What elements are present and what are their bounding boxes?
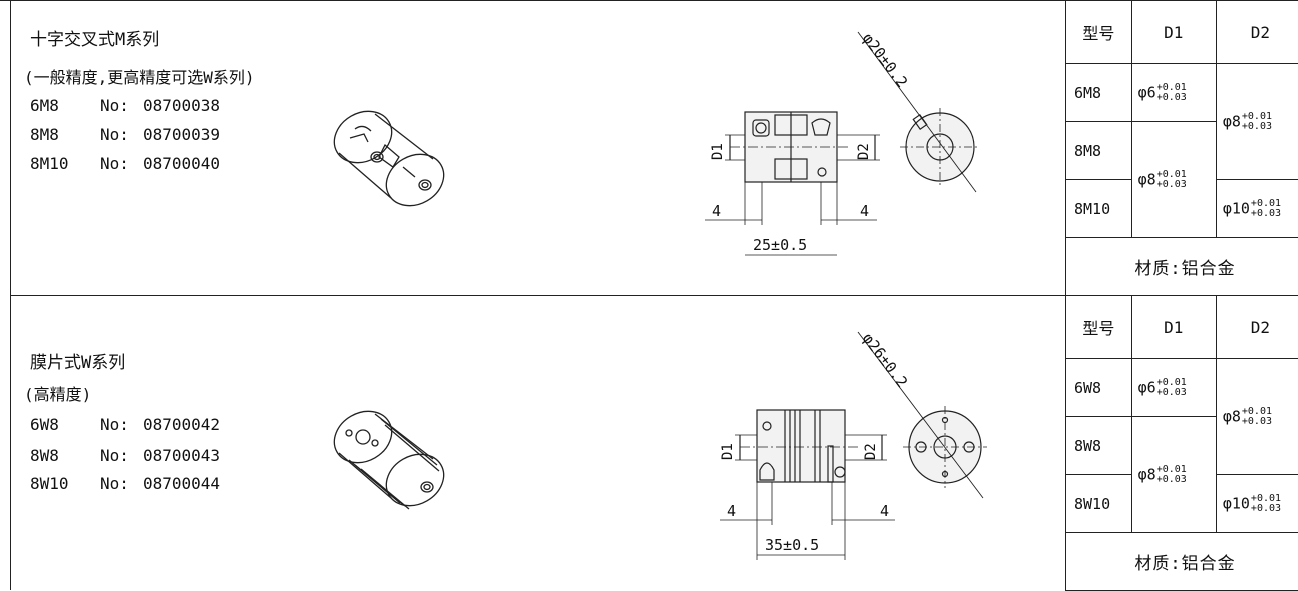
d1-value: φ6 <box>1138 83 1156 101</box>
item-no: 08700040 <box>143 154 220 173</box>
d1-value: φ8 <box>1138 170 1156 188</box>
tol-lower: +0.03 <box>1157 180 1187 190</box>
technical-drawing-front: D1 D2 4 4 25±0.5 φ20±0.2 <box>690 20 1030 265</box>
item-no: 08700044 <box>143 474 220 493</box>
tolerance: +0.01+0.03 <box>1251 199 1281 219</box>
row-d1: φ6+0.01+0.03 <box>1131 359 1216 417</box>
tolerance: +0.01+0.03 <box>1157 378 1187 398</box>
row-model: 8W8 <box>1066 417 1132 475</box>
row-model: 6M8 <box>1066 64 1132 122</box>
tol-lower: +0.03 <box>1251 504 1281 514</box>
tolerance: +0.01+0.03 <box>1242 407 1272 427</box>
left-offset-label: 4 <box>727 502 736 520</box>
item-model: 8W10 <box>30 474 69 493</box>
right-offset-label: 4 <box>860 202 869 220</box>
diameter-label: φ20±0.2 <box>859 30 911 91</box>
d1-label: D1 <box>710 143 726 160</box>
tol-lower: +0.03 <box>1157 388 1187 398</box>
d1-merged-cell: φ8+0.01+0.03 <box>1131 122 1216 238</box>
tol-lower: +0.03 <box>1157 93 1187 103</box>
tolerance: +0.01+0.03 <box>1157 83 1187 103</box>
length-label: 35±0.5 <box>765 536 819 554</box>
left-offset-label: 4 <box>712 202 721 220</box>
row-model: 6W8 <box>1066 359 1132 417</box>
d2-merged-cell: φ8+0.01+0.03 <box>1216 64 1298 180</box>
item-no-label: No: <box>100 125 129 144</box>
tol-upper: +0.01 <box>1251 494 1281 504</box>
d2-label: D2 <box>856 143 872 160</box>
d1-label: D1 <box>720 443 736 460</box>
coupling-3d-image <box>325 105 455 215</box>
material: 材质:铝合金 <box>1066 238 1298 296</box>
header-d2: D2 <box>1216 1 1298 64</box>
tolerance: +0.01+0.03 <box>1157 465 1187 485</box>
item-no-label: No: <box>100 415 129 434</box>
section-subtitle: (一般精度,更高精度可选W系列) <box>24 68 255 88</box>
header-model: 型号 <box>1066 296 1132 359</box>
d2-label: D2 <box>863 443 879 460</box>
item-no: 08700043 <box>143 446 220 465</box>
header-d1: D1 <box>1131 1 1216 64</box>
item-no-label: No: <box>100 474 129 493</box>
tol-lower: +0.03 <box>1157 475 1187 485</box>
d1-value: φ8 <box>1138 465 1156 483</box>
d2-value: φ10 <box>1223 494 1250 512</box>
tol-upper: +0.01 <box>1157 83 1187 93</box>
tolerance: +0.01+0.03 <box>1242 112 1272 132</box>
section-subtitle: (高精度) <box>24 385 91 405</box>
tol-lower: +0.03 <box>1242 417 1272 427</box>
item-no-label: No: <box>100 446 129 465</box>
d1-value: φ6 <box>1138 378 1156 396</box>
item-no: 08700042 <box>143 415 220 434</box>
item-no-label: No: <box>100 96 129 115</box>
technical-drawing-front: D1 D2 4 4 35±0.5 φ26±0.2 <box>690 320 1030 570</box>
header-model: 型号 <box>1066 1 1132 64</box>
d2-last-cell: φ10+0.01+0.03 <box>1216 180 1298 238</box>
tol-upper: +0.01 <box>1157 170 1187 180</box>
tol-upper: +0.01 <box>1242 407 1272 417</box>
tolerance: +0.01+0.03 <box>1251 494 1281 514</box>
d2-value: φ8 <box>1223 407 1241 425</box>
item-model: 8M8 <box>30 125 59 144</box>
item-no: 08700038 <box>143 96 220 115</box>
diameter-label: φ26±0.2 <box>859 330 911 391</box>
d2-merged-cell: φ8+0.01+0.03 <box>1216 359 1298 475</box>
section-title: 十字交叉式M系列 <box>30 30 159 50</box>
length-label: 25±0.5 <box>753 236 807 254</box>
row-d1: φ6+0.01+0.03 <box>1131 64 1216 122</box>
item-no-label: No: <box>100 154 129 173</box>
row-model: 8M8 <box>1066 122 1132 180</box>
d2-value: φ8 <box>1223 112 1241 130</box>
item-model: 8W8 <box>30 446 59 465</box>
item-no: 08700039 <box>143 125 220 144</box>
tol-upper: +0.01 <box>1157 465 1187 475</box>
row-model: 8M10 <box>1066 180 1132 238</box>
tol-lower: +0.03 <box>1251 209 1281 219</box>
spec-table: 型号 D1 D2 6M8 φ6+0.01+0.03 φ8+0.01+0.03 8… <box>1065 0 1298 296</box>
row-model: 8W10 <box>1066 475 1132 533</box>
header-d1: D1 <box>1131 296 1216 359</box>
d1-merged-cell: φ8+0.01+0.03 <box>1131 417 1216 533</box>
tol-lower: +0.03 <box>1242 122 1272 132</box>
header-d2: D2 <box>1216 296 1298 359</box>
tolerance: +0.01+0.03 <box>1157 170 1187 190</box>
tol-upper: +0.01 <box>1251 199 1281 209</box>
material: 材质:铝合金 <box>1066 533 1298 591</box>
d2-value: φ10 <box>1223 199 1250 217</box>
item-model: 6W8 <box>30 415 59 434</box>
item-model: 6M8 <box>30 96 59 115</box>
coupling-3d-image <box>325 405 455 515</box>
section-title: 膜片式W系列 <box>30 353 125 373</box>
d2-last-cell: φ10+0.01+0.03 <box>1216 475 1298 533</box>
spec-table: 型号 D1 D2 6W8 φ6+0.01+0.03 φ8+0.01+0.03 8… <box>1065 295 1298 591</box>
item-model: 8M10 <box>30 154 69 173</box>
tol-upper: +0.01 <box>1242 112 1272 122</box>
right-offset-label: 4 <box>880 502 889 520</box>
tol-upper: +0.01 <box>1157 378 1187 388</box>
